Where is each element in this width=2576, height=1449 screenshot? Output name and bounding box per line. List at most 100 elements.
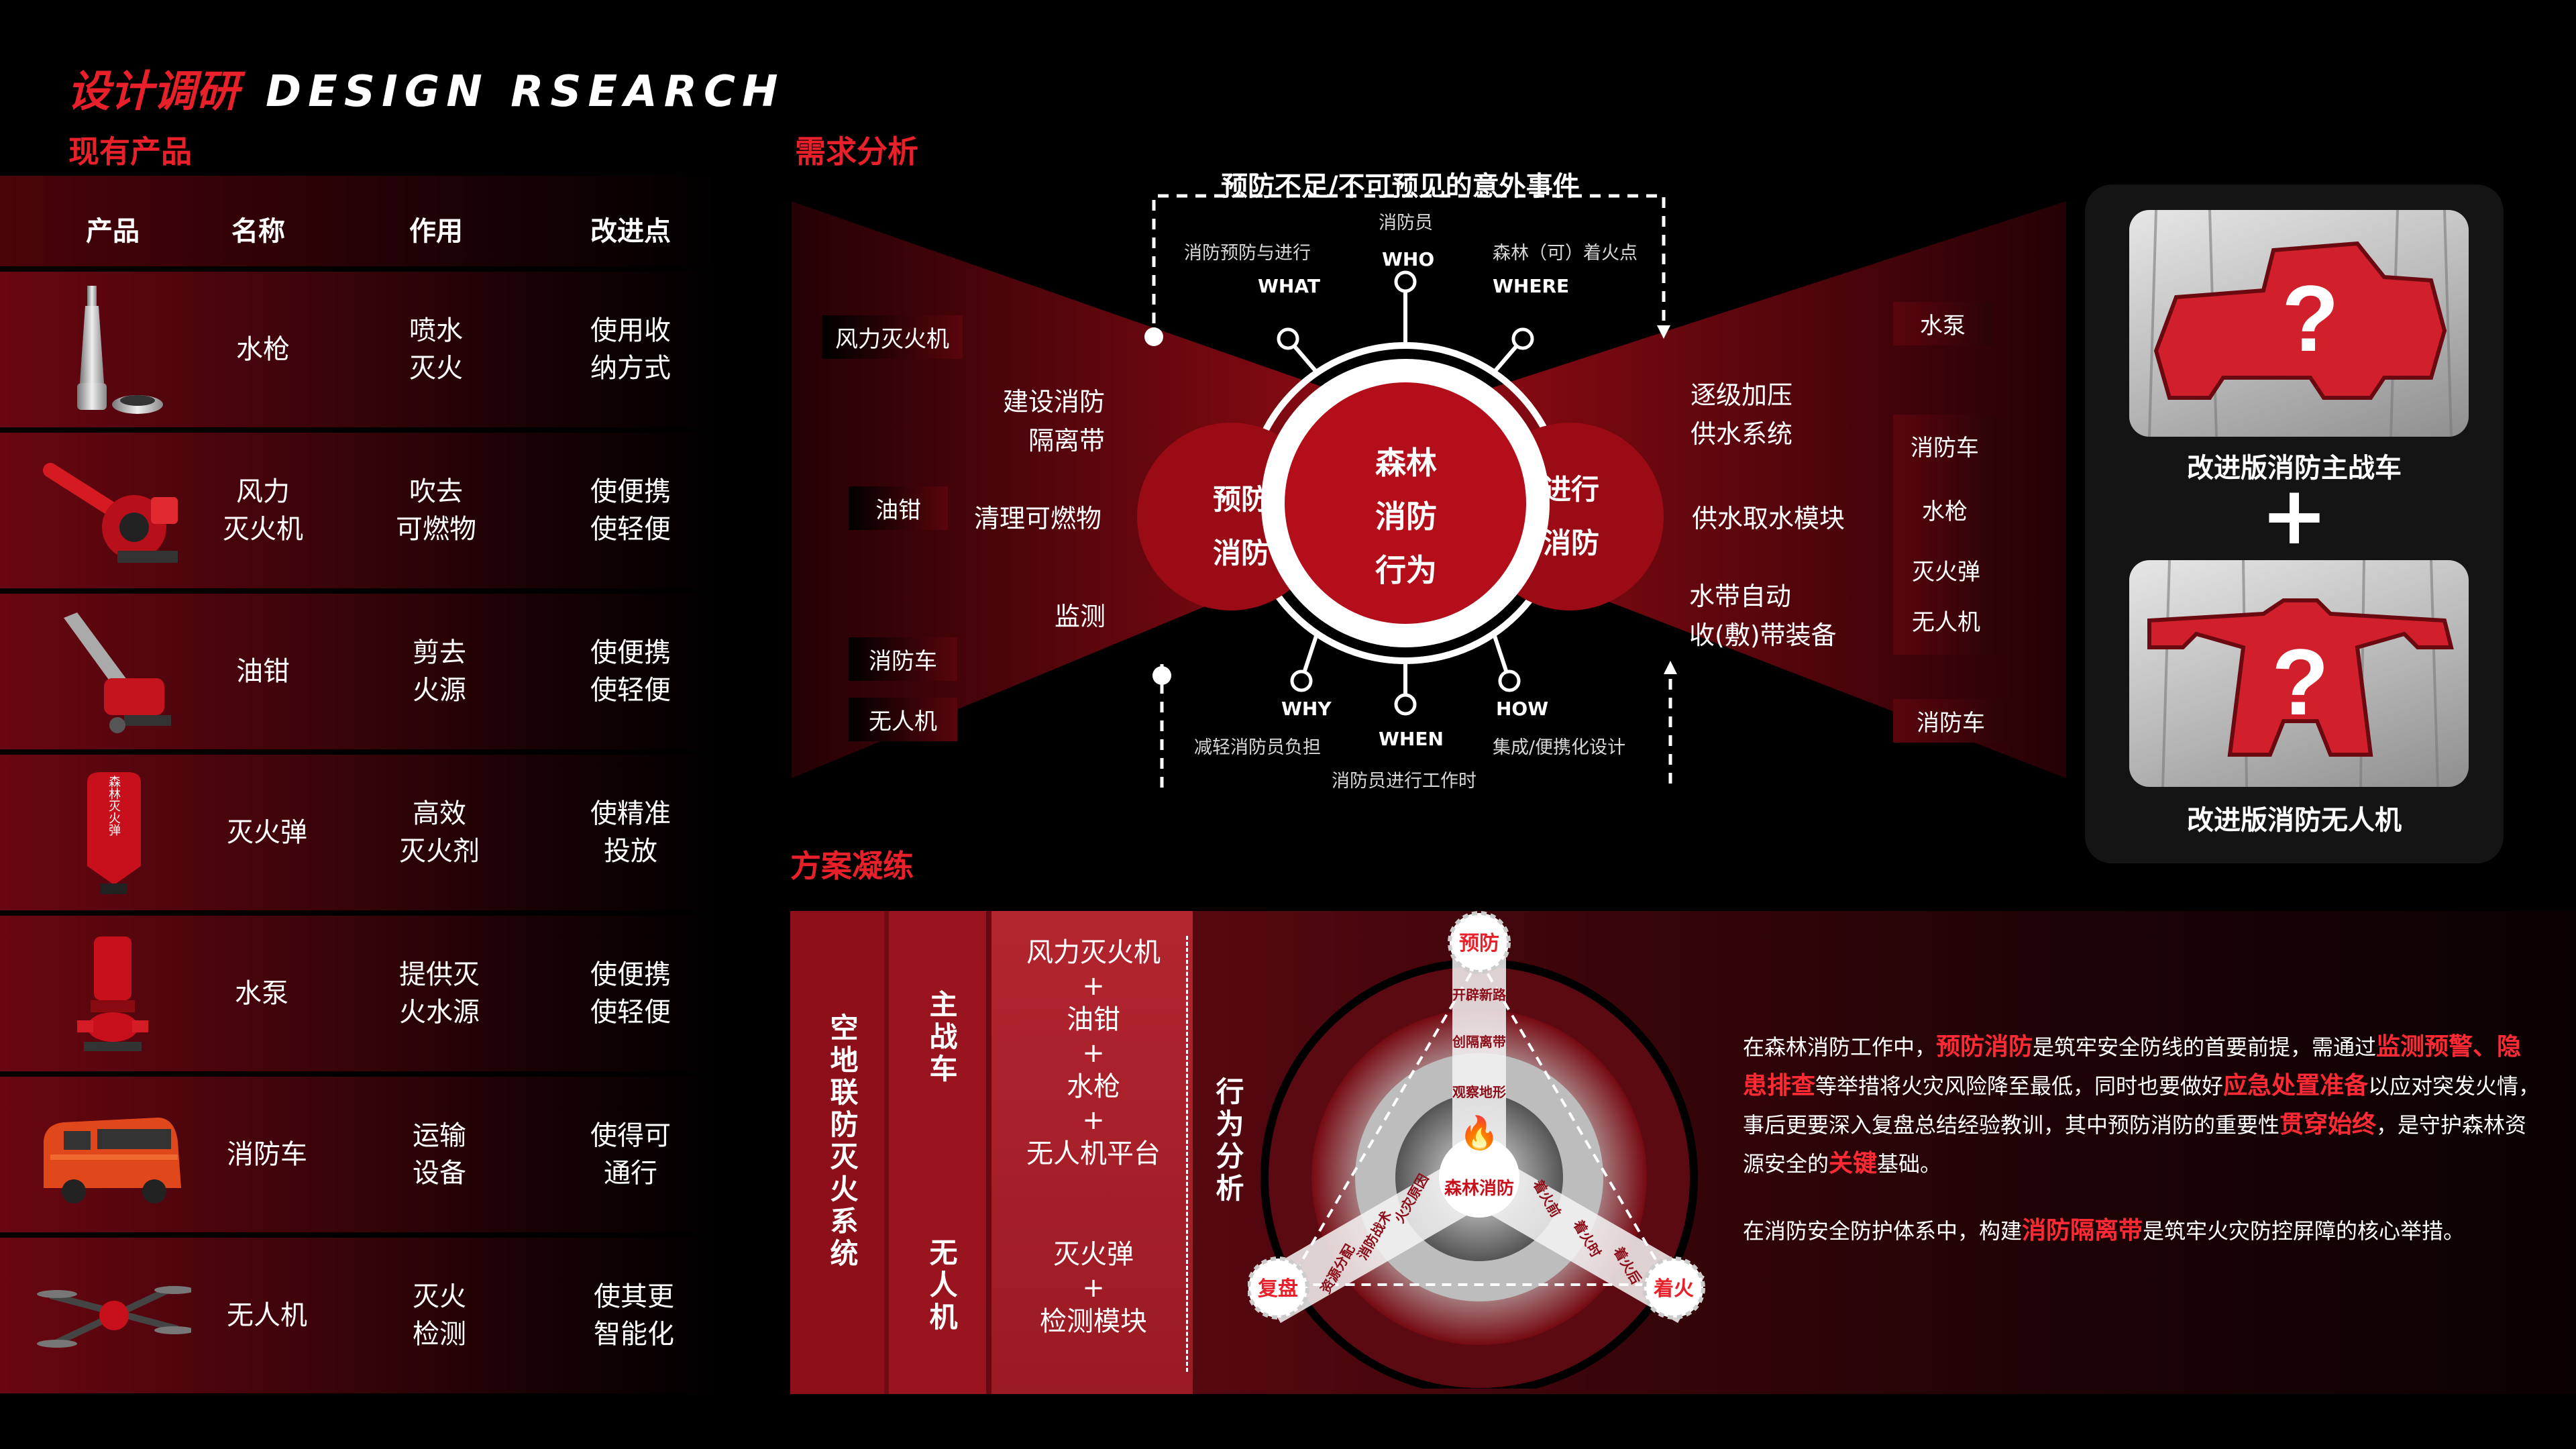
row-function: 提供灭火水源 (399, 959, 480, 1028)
right-circle-label: 进行消防 (1543, 473, 1600, 559)
question-mark: ? (2271, 629, 2329, 735)
solution-system-label: 空地联防灭火系统 (826, 1013, 859, 1271)
how-label: HOW (1496, 698, 1549, 720)
right-tag-drone: 无人机 (1912, 609, 1980, 636)
fire-bomb-image: 森林灭火弹 (87, 772, 141, 894)
col-improve: 改进点 (590, 216, 671, 247)
center-label: 森林消防行为 (1375, 445, 1437, 588)
col-function: 作用 (409, 216, 463, 247)
row-improve: 使精准投放 (590, 798, 671, 867)
svg-text:开辟新路: 开辟新路 (1452, 987, 1507, 1003)
node-fire: 着火 (1654, 1277, 1694, 1300)
solution-paragraph-1: 在森林消防工作中，预防消防是筑牢安全防线的首要前提，需通过监测预警、隐患排查等举… (1743, 1033, 2540, 1177)
col-product: 产品 (86, 216, 140, 247)
who-label: WHO (1382, 248, 1435, 270)
question-mark: ? (2282, 266, 2339, 371)
right-label-pressure: 逐级加压供水系统 (1690, 380, 1793, 449)
right-tag-group (1893, 415, 1997, 655)
improved-drone-image: ? (2129, 560, 2469, 787)
table-row: 水枪 喷水灭火 使用收纳方式 (0, 272, 724, 427)
behavior-diagram: 🔥 森林消防 预防 复盘 着火 开辟新路 创隔离带 观察地形 着火前 着火时 着… (1248, 911, 1705, 1389)
solution-paragraph-2: 在消防安全防护体系中，构建消防隔离带是筑牢火灾防控屏障的核心举措。 (1743, 1217, 2465, 1244)
left-label-clear-fuel: 清理可燃物 (974, 504, 1102, 533)
why-desc: 减轻消防员负担 (1194, 737, 1321, 758)
caption-truck: 改进版消防主战车 (2187, 453, 2402, 484)
row-improve: 使得可通行 (590, 1120, 671, 1189)
right-label-hose: 水带自动收(敷)带装备 (1689, 582, 1837, 650)
behavior-analysis-label: 行为分析 (1212, 1077, 1244, 1205)
when-desc: 消防员进行工作时 (1332, 771, 1477, 792)
row-name: 无人机 (227, 1300, 307, 1331)
chainsaw-image (64, 612, 171, 733)
table-row: 森林灭火弹 灭火弹 高效灭火剂 使精准投放 (0, 755, 724, 910)
left-circle-label: 预防消防 (1213, 483, 1270, 570)
left-tag-fire-truck: 消防车 (849, 637, 957, 681)
table-row: 风力灭火机 吹去可燃物 使便携使轻便 (0, 433, 724, 588)
what-label: WHAT (1258, 275, 1320, 297)
row-function: 剪去火源 (413, 637, 466, 706)
caption-drone: 改进版消防无人机 (2187, 805, 2402, 836)
left-label-firebreak: 建设消防隔离带 (1003, 387, 1106, 455)
left-tag-blower: 风力灭火机 (822, 315, 963, 359)
right-tag-fire-truck-2: 消防车 (1893, 699, 2008, 743)
water-pump-image (77, 936, 148, 1051)
row-improve: 使用收纳方式 (590, 315, 671, 384)
where-label: WHERE (1493, 275, 1570, 297)
page-title: 设计调研 DESIGN RSEARCH (67, 57, 785, 119)
row-improve: 使其更智能化 (594, 1281, 674, 1350)
flame-icon: 🔥 (1459, 1114, 1499, 1151)
title-en: DESIGN RSEARCH (266, 67, 785, 117)
right-label-water-module: 供水取水模块 (1692, 504, 1845, 533)
right-tag-pump: 水泵 (1893, 302, 1992, 345)
table-row: 水泵 提供灭火水源 使便携使轻便 (0, 916, 724, 1071)
section-existing-products: 现有产品 (68, 133, 192, 170)
section-solution: 方案凝练 (790, 848, 914, 884)
row-improve: 使便携使轻便 (590, 637, 671, 706)
row-function: 吹去可燃物 (396, 476, 476, 545)
svg-text:观察地形: 观察地形 (1452, 1084, 1506, 1100)
fire-van-image (44, 1118, 181, 1203)
analysis-top-title: 预防不足/不可预见的意外事件 (1221, 171, 1580, 202)
result-panel: ? 改进版消防主战车 + ? 改进版消防无人机 (2085, 184, 2504, 863)
col-name: 名称 (231, 216, 285, 247)
where-desc: 森林（可）着火点 (1493, 243, 1638, 264)
solution-col3-bg (991, 911, 1193, 1394)
solution-drone-label: 无人机 (925, 1238, 958, 1334)
what-desc: 消防预防与进行 (1184, 243, 1311, 264)
row-improve: 使便携使轻便 (590, 959, 671, 1028)
solution-divider (1186, 936, 1188, 1372)
node-review: 复盘 (1258, 1277, 1298, 1300)
bomb-label: 森林灭火弹 (107, 775, 121, 836)
product-table: 产品 名称 作用 改进点 水枪 喷水灭火 使用收纳方式 风力灭火机 吹去可燃物 … (0, 176, 724, 1393)
solution-combo-drone: 灭火弹+检测模块 (1040, 1239, 1147, 1337)
right-tag-nozzle: 水枪 (1922, 498, 1968, 525)
table-row: 消防车 运输设备 使得可通行 (0, 1077, 724, 1232)
row-name: 水枪 (236, 334, 290, 365)
drone-image (37, 1285, 191, 1348)
left-tag-chainsaw: 油钳 (849, 486, 948, 530)
who-desc: 消防员 (1379, 213, 1433, 233)
solution-main-truck-label: 主战车 (925, 989, 958, 1086)
row-name: 消防车 (227, 1139, 307, 1170)
table-row: 无人机 灭火检测 使其更智能化 (0, 1238, 724, 1393)
row-improve: 使便携使轻便 (590, 476, 671, 545)
right-tag-fire-truck: 消防车 (1911, 435, 1979, 462)
solution-col2-bg (889, 911, 986, 1394)
row-function: 高效灭火剂 (399, 798, 480, 867)
table-row: 油钳 剪去火源 使便携使轻便 (0, 594, 724, 749)
row-name: 水泵 (235, 978, 288, 1009)
row-function: 运输设备 (413, 1120, 466, 1189)
row-function: 灭火检测 (413, 1281, 466, 1350)
left-label-monitor: 监测 (1055, 602, 1106, 631)
title-cn: 设计调研 (67, 67, 239, 117)
left-tag-drone: 无人机 (849, 698, 957, 741)
table-header: 产品 名称 作用 改进点 (0, 176, 724, 266)
improved-truck-image: ? (2129, 210, 2469, 437)
why-label: WHY (1281, 698, 1332, 720)
solution-col1-bg (790, 911, 884, 1394)
water-nozzle-image (77, 286, 163, 414)
when-label: WHEN (1379, 728, 1444, 750)
svg-text:创隔离带: 创隔离带 (1452, 1034, 1506, 1050)
node-prevent: 预防 (1459, 932, 1499, 955)
section-demand-analysis: 需求分析 (795, 133, 918, 170)
